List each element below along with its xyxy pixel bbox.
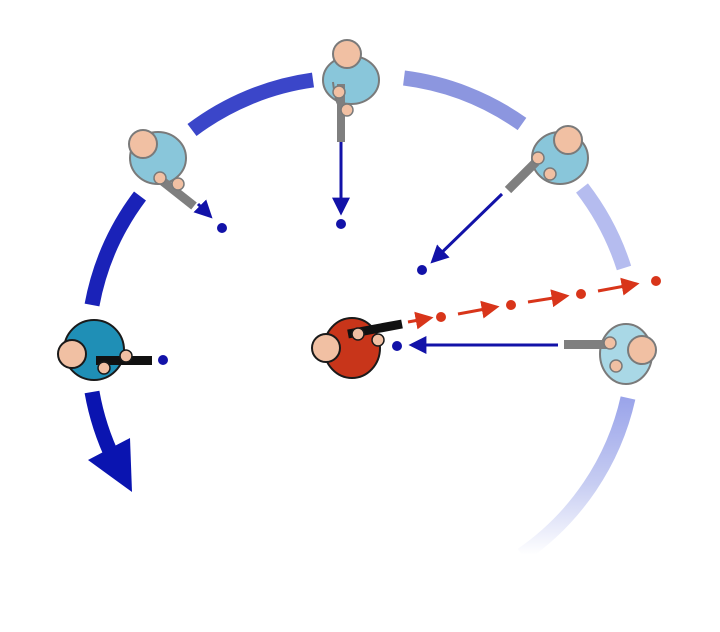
aim-line-icon xyxy=(430,192,504,264)
person-with-gun-icon xyxy=(57,319,152,381)
person-with-gun-icon xyxy=(564,323,657,385)
track-segment-left xyxy=(84,191,147,307)
center-figure xyxy=(311,317,403,379)
aim-point xyxy=(336,219,346,229)
track-segment-top-right xyxy=(403,70,527,131)
shot-path-icon xyxy=(407,276,661,330)
shooter-top xyxy=(322,39,380,142)
person-with-gun-icon xyxy=(322,39,380,142)
shooter-left-active xyxy=(57,319,152,381)
aim-point xyxy=(392,341,402,351)
shooter-upper-right xyxy=(504,125,589,194)
aim-point xyxy=(158,355,168,365)
aim-point xyxy=(217,223,227,233)
person-with-gun-icon xyxy=(128,129,197,210)
person-with-gun-icon xyxy=(504,125,589,194)
track-segment-top-left xyxy=(187,72,315,137)
rotation-arrow-icon xyxy=(84,390,132,492)
shooter-upper-left xyxy=(128,129,197,210)
track-segment-right xyxy=(576,183,632,271)
shooter-right xyxy=(564,323,657,385)
rotation-track xyxy=(84,70,636,562)
aim-point xyxy=(417,265,427,275)
track-segment-bottom-right xyxy=(517,396,636,562)
aim-line-icon xyxy=(193,199,213,219)
aim-lines xyxy=(158,138,558,365)
person-with-gun-icon xyxy=(311,317,403,379)
